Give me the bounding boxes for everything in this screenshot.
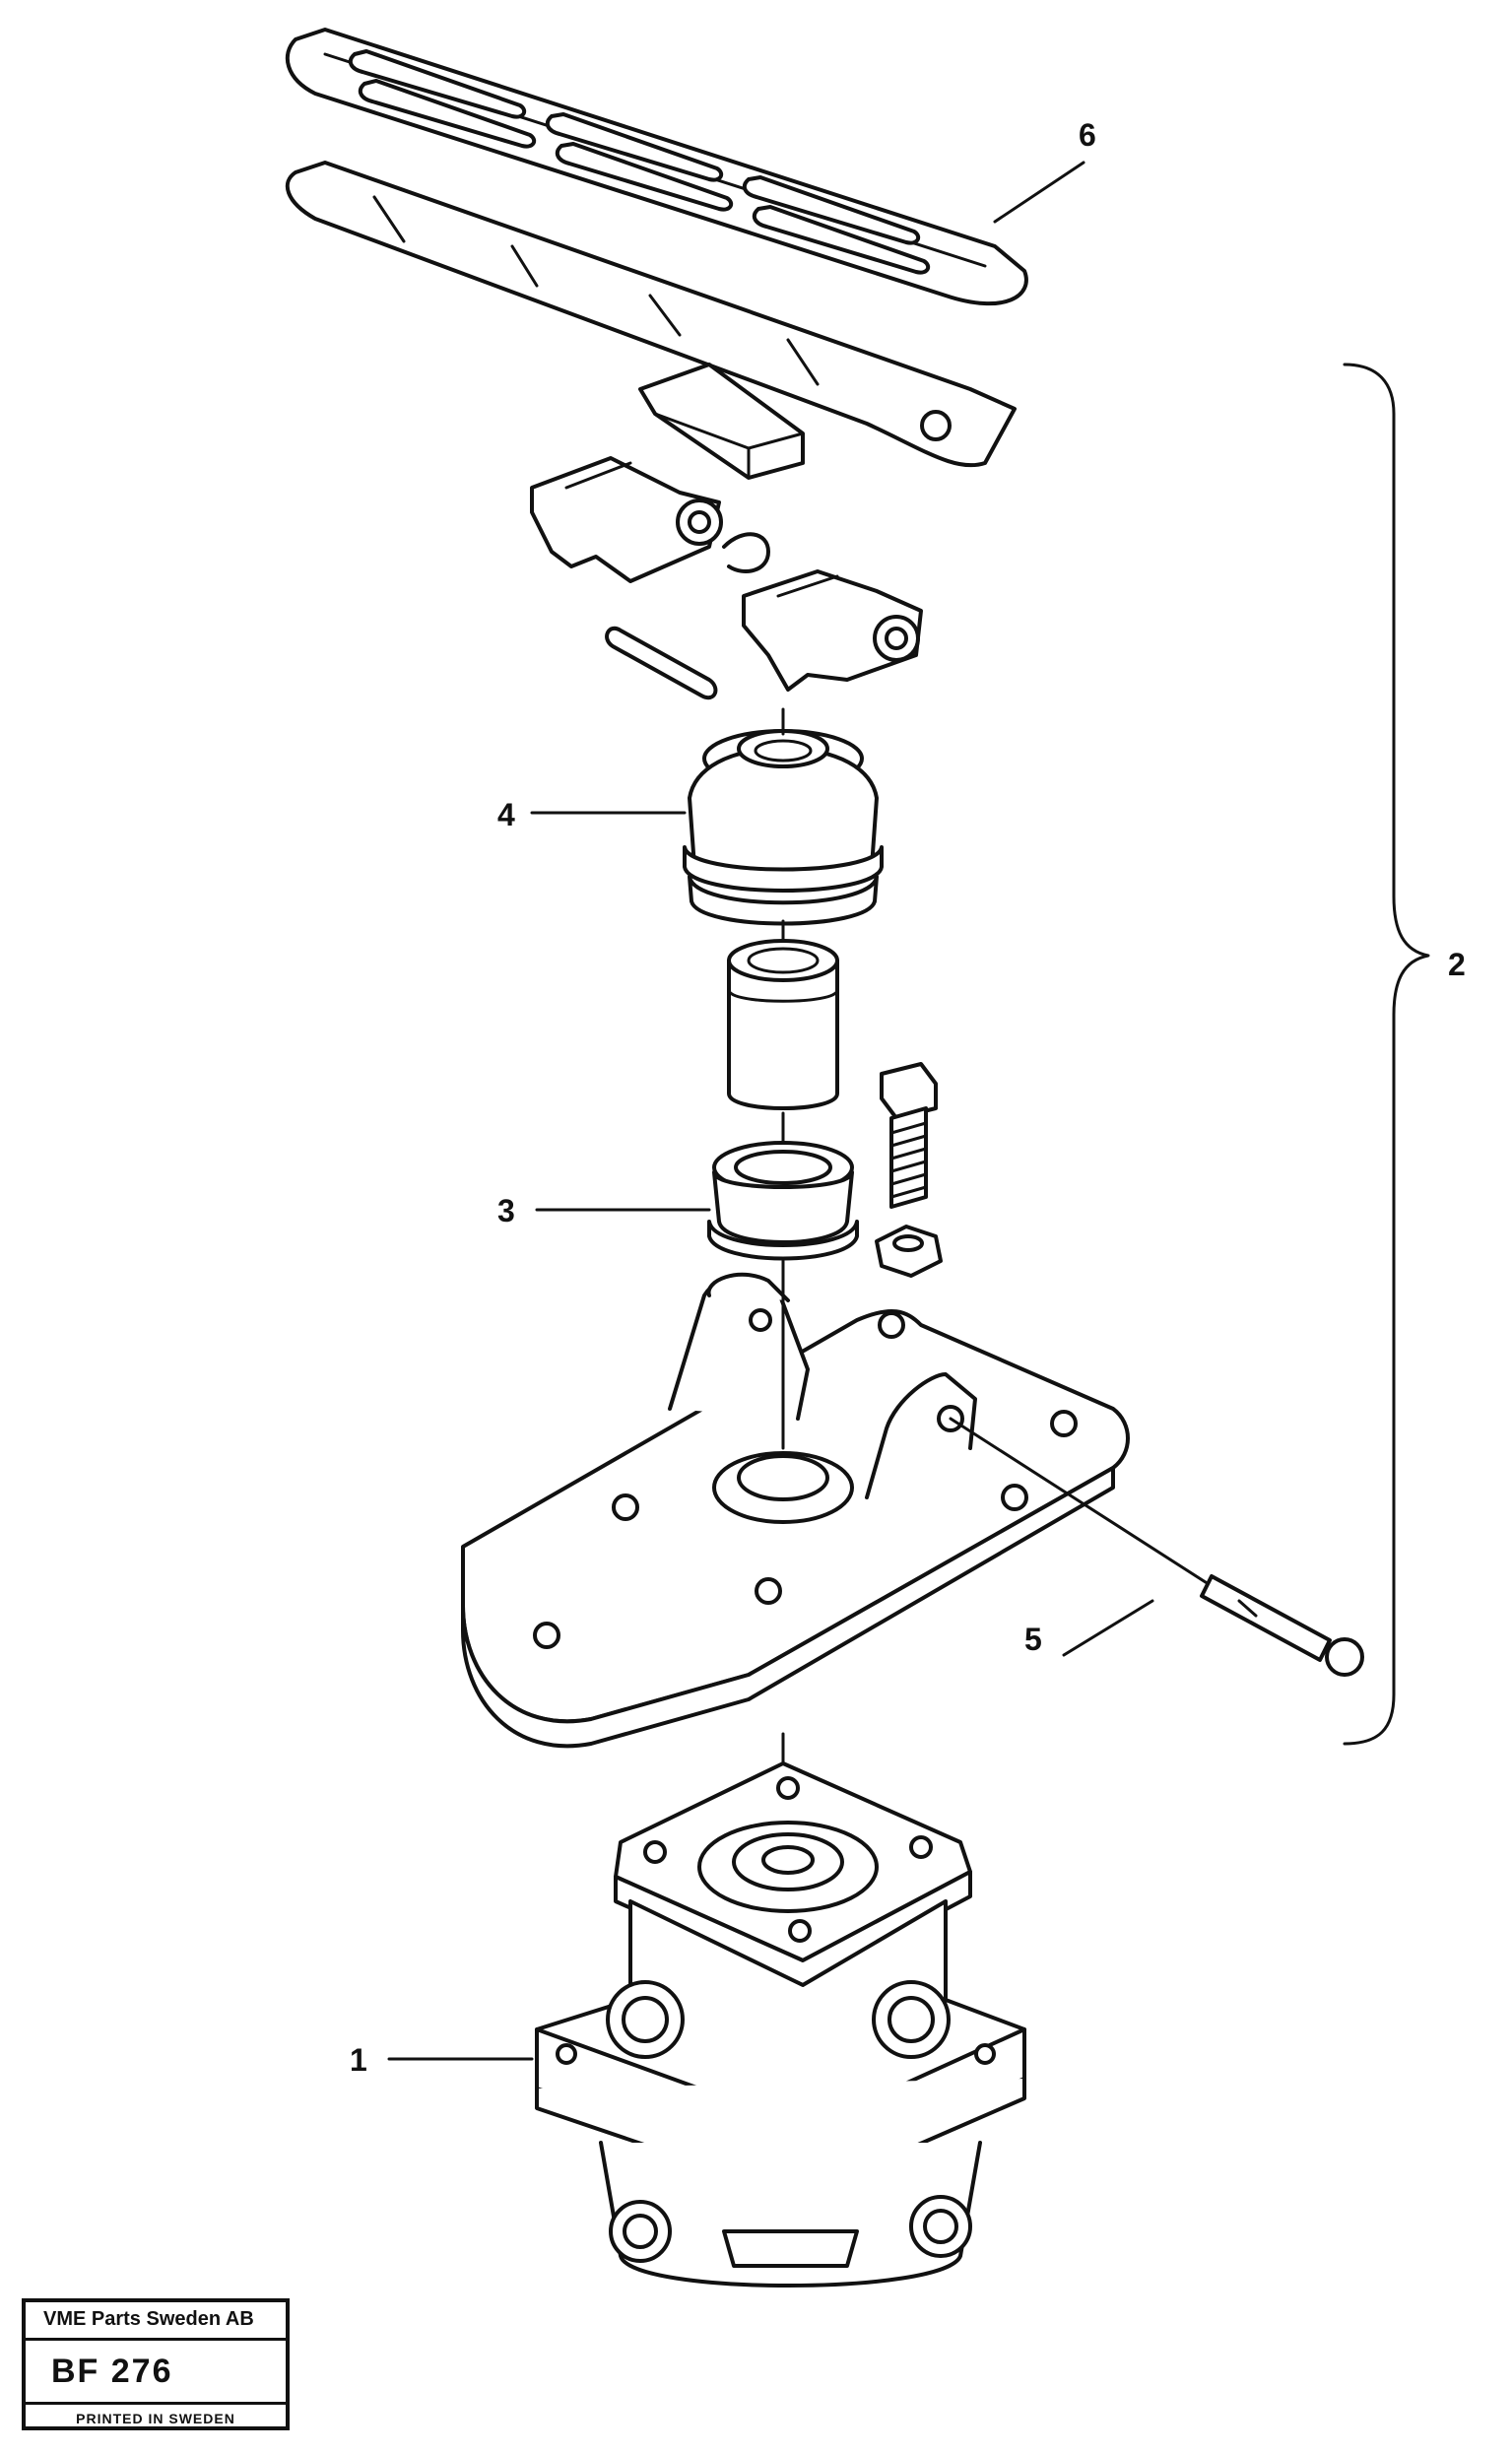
callout-3: 3	[497, 1193, 515, 1228]
plunger	[727, 919, 839, 1145]
mounting-plate	[461, 1259, 1364, 1844]
illustration-code: BF 276	[26, 2341, 286, 2405]
callout-5: 5	[1024, 1622, 1042, 1657]
rubber-boot-part-4	[530, 707, 884, 926]
clevis-assembly	[530, 456, 923, 699]
assembly-brace-2	[1343, 363, 1430, 1746]
bolt-and-nut	[875, 1062, 943, 1278]
callout-4: 4	[497, 797, 515, 832]
cover-plate	[638, 363, 805, 480]
title-block: VME Parts Sweden AB BF 276 PRINTED IN SW…	[22, 2298, 290, 2430]
printed-note: PRINTED IN SWEDEN	[76, 2411, 235, 2426]
callout-2: 2	[1448, 947, 1466, 982]
callout-6: 6	[1079, 117, 1096, 153]
brake-valve-part-1	[387, 1761, 1026, 2288]
guide-bushing-part-3	[535, 1141, 859, 1261]
callout-1: 1	[350, 2042, 367, 2078]
company-name: VME Parts Sweden AB	[26, 2302, 286, 2341]
pedal-part-6	[285, 28, 1085, 468]
